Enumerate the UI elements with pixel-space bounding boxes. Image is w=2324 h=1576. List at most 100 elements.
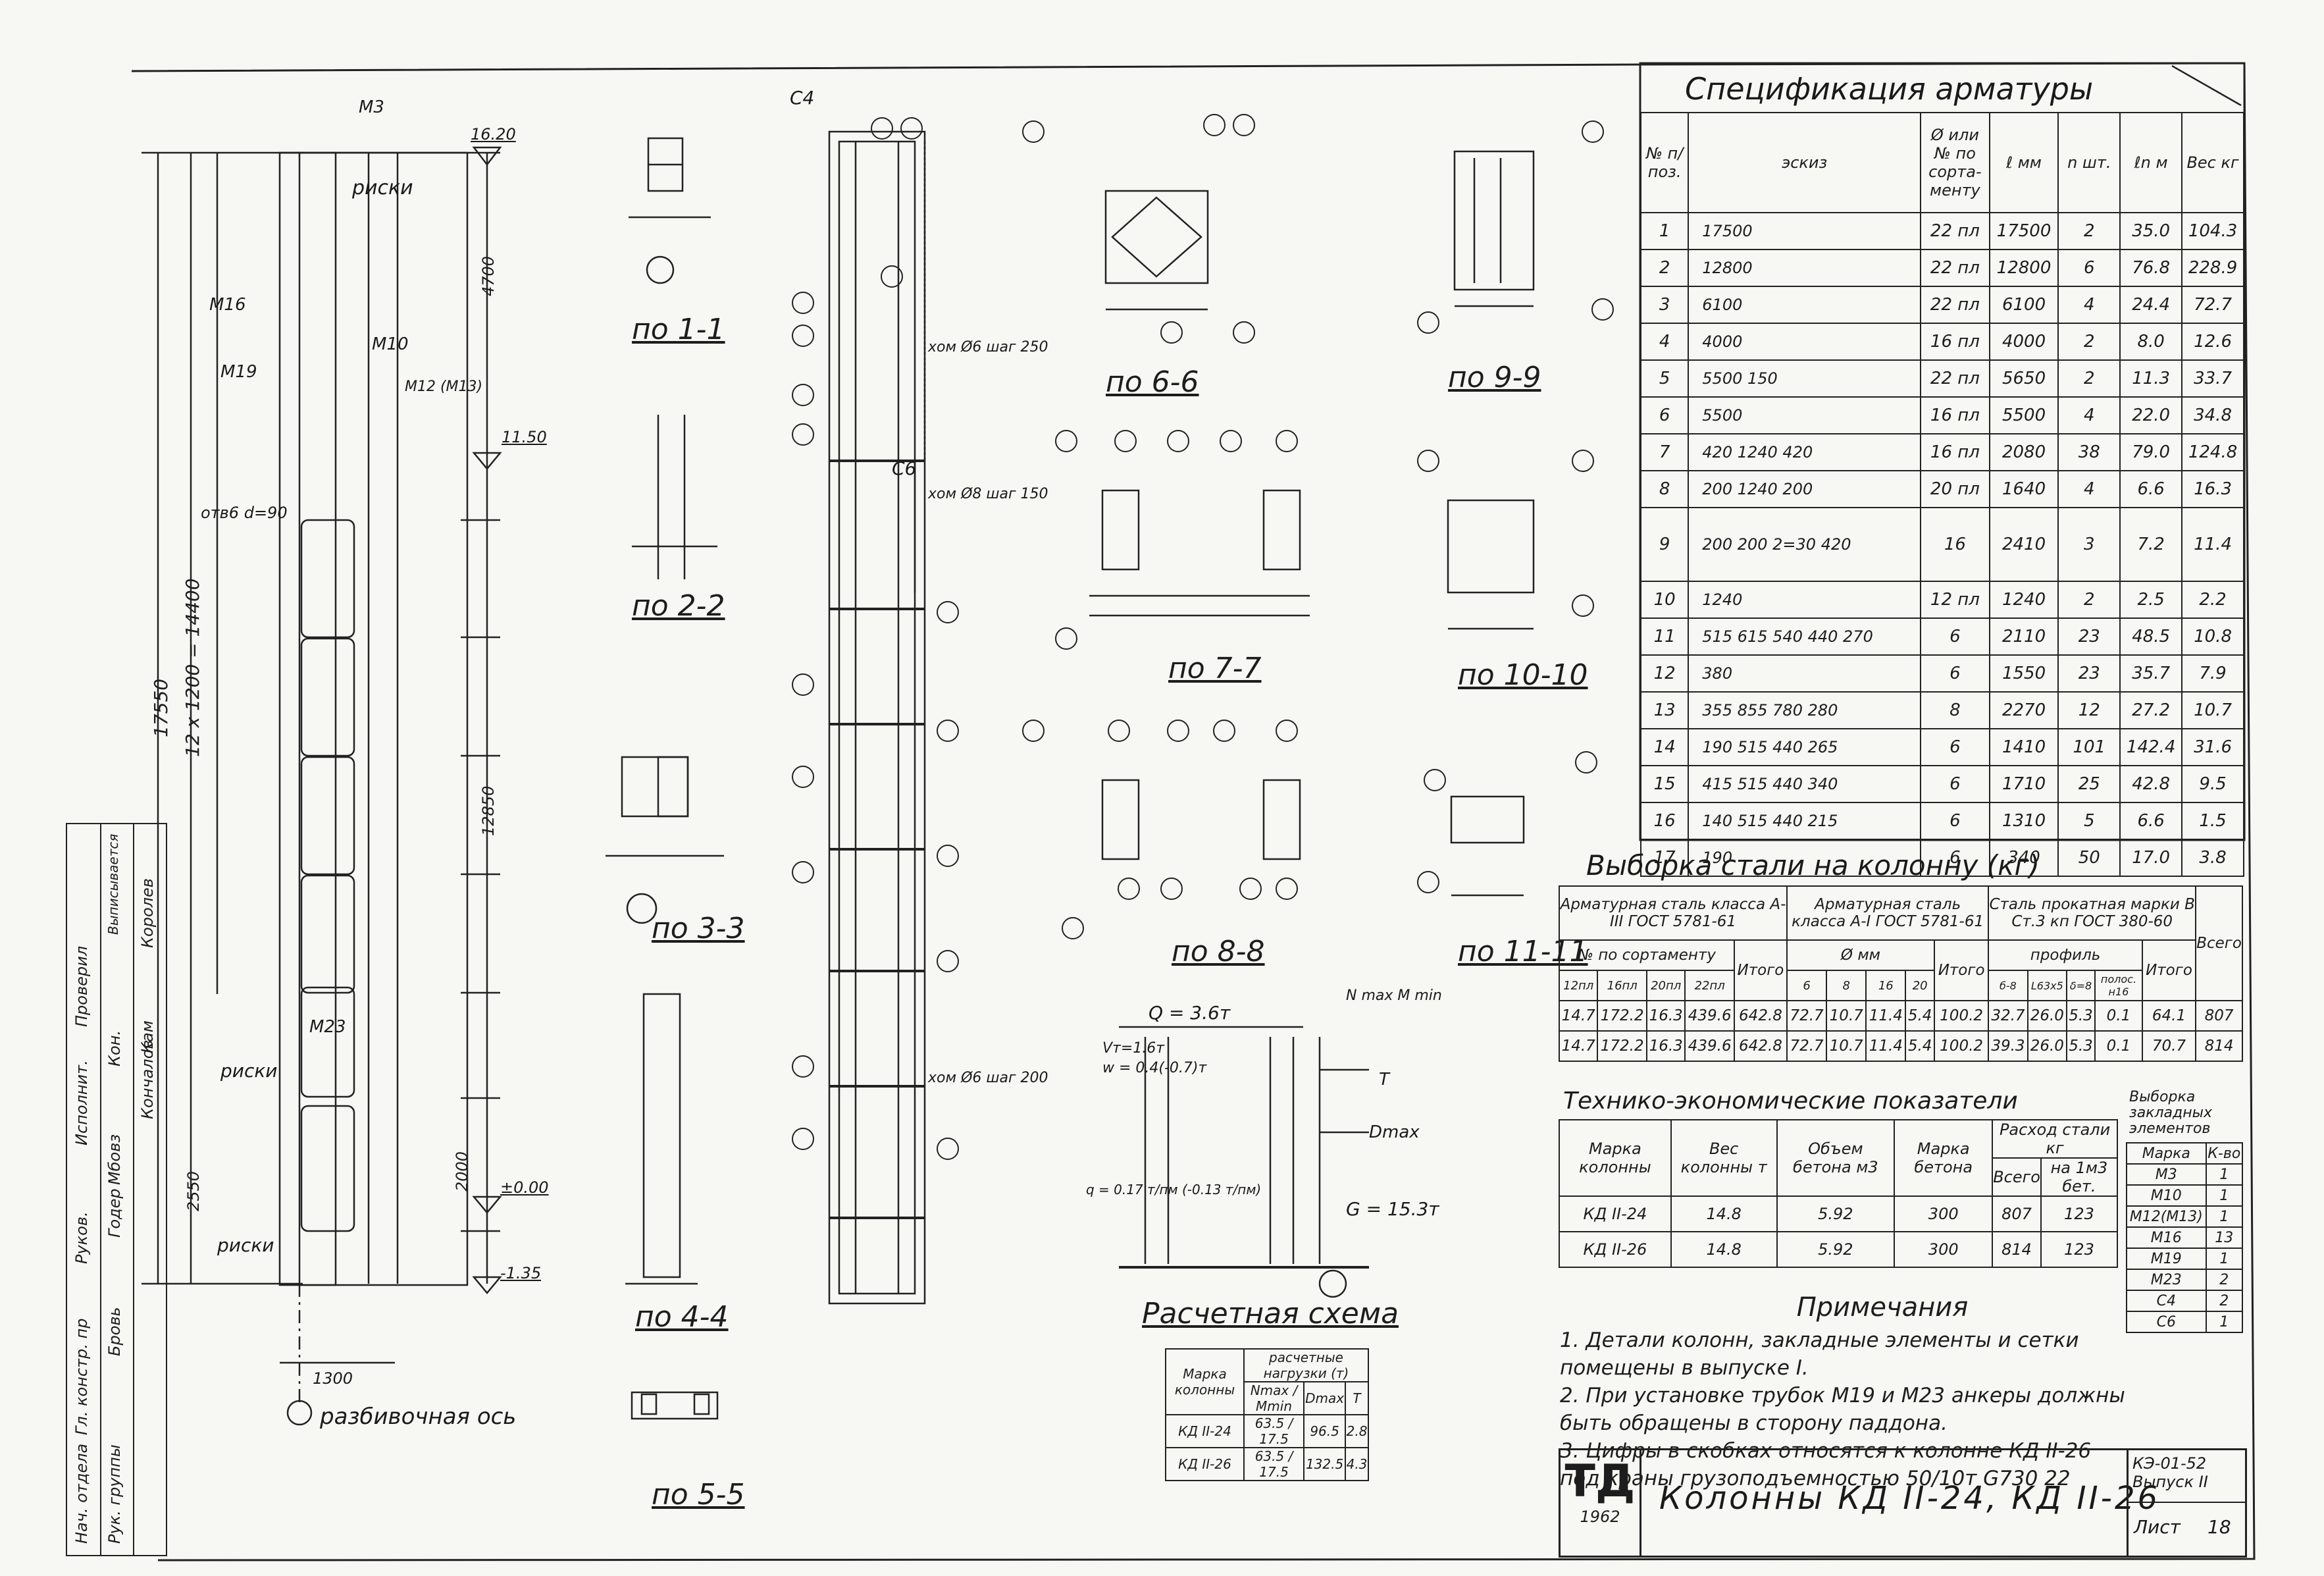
emb-cell: 13 [2205, 1226, 2244, 1249]
spec-cell-dia: 20 пл [1920, 470, 1990, 508]
steel-cell: 26.0 [2027, 1000, 2068, 1032]
spec-cell-ln: 48.5 [2119, 617, 2183, 656]
steel-subcol: б-8 [1988, 970, 2028, 1001]
spec-cell-ln: 24.4 [2119, 286, 2183, 324]
tep-col-steel: Расход стали кг [1992, 1119, 2118, 1159]
spec-cell-len: 12800 [1988, 249, 2059, 287]
note-1: 1. Детали колонн, закладные элементы и с… [1560, 1328, 2079, 1380]
spec-cell-dia: 16 [1920, 507, 1990, 582]
steel-group-row: Арматурная сталь класса А-III ГОСТ 5781-… [1559, 885, 2243, 1001]
spec-cell-pos: 2 [1640, 249, 1690, 287]
emb-col-count: К-во [2205, 1142, 2244, 1165]
steel-cell: 814 [2195, 1030, 2243, 1062]
spec-cell-sketch: 12800 [1688, 249, 1922, 287]
spec-table: № п/поз. эскиз Ø или № по сорта-менту ℓ … [1640, 112, 2244, 877]
emb-cell: 1 [2205, 1205, 2244, 1228]
spec-cell-pos: 17 [1640, 839, 1690, 877]
tep-cell: 123 [2040, 1231, 2119, 1268]
spec-cell-sketch: 200 1240 200 [1688, 470, 1922, 508]
emb-cell: 2 [2205, 1269, 2244, 1291]
steel-cell: 642.8 [1733, 1000, 1788, 1032]
spec-cell-dia: 6 [1920, 839, 1990, 877]
level-135: -1.35 [500, 1264, 542, 1282]
emb-cell: М23 [2126, 1269, 2207, 1291]
spec-cell-n: 2 [2057, 212, 2121, 250]
spec-cell-sketch: 5500 150 [1688, 359, 1922, 398]
steel-cell: 26.0 [2027, 1030, 2068, 1062]
label-g: G = 15.3т [1346, 1198, 1439, 1220]
notes-block: Примечания 1. Детали колонн, закладные э… [1560, 1294, 2126, 1492]
steel-phi: Ø мм [1786, 939, 1935, 971]
tep-title: Технико-экономические показатели [1563, 1088, 2018, 1115]
spec-cell-ln: 11.3 [2119, 359, 2183, 398]
emb-cell: 1 [2205, 1248, 2244, 1270]
spec-cell-w: 33.7 [2181, 359, 2244, 398]
dim-span: 12 x 1200 = 14400 [182, 578, 203, 757]
spec-cell-n: 23 [2057, 654, 2121, 693]
spec-cell-ln: 8.0 [2119, 323, 2183, 361]
steel-cell: 5.4 [1905, 1030, 1935, 1062]
steel-cell: 14.7 [1558, 1000, 1599, 1032]
spec-cell-w: 31.6 [2181, 728, 2244, 766]
spec-cell-w: 9.5 [2181, 765, 2244, 803]
spec-cell-ln: 27.2 [2119, 691, 2183, 729]
spec-cell-sketch: 515 615 540 440 270 [1688, 617, 1922, 656]
steel-cell: 172.2 [1597, 1000, 1647, 1032]
section-3-3-label: по 3-3 [652, 912, 745, 945]
stamp-sign-3: Кам [138, 1020, 157, 1053]
section-2-2-label: по 2-2 [632, 589, 725, 623]
spec-cell-n: 2 [2057, 581, 2121, 619]
loads-cell: 63.5 / 17.5 [1243, 1414, 1305, 1448]
steel-cell: 32.7 [1988, 1000, 2028, 1032]
spec-cell-dia: 6 [1920, 728, 1990, 766]
spec-cell-sketch: 200 200 2=30 420 [1688, 507, 1922, 582]
tep-cell: 300 [1894, 1231, 1994, 1268]
spec-cell-pos: 16 [1640, 802, 1690, 840]
stamp-role-5: Исполнит. [72, 1060, 91, 1145]
spec-cell-sketch: 140 515 440 215 [1688, 802, 1922, 840]
note-2: 2. При установке трубок М19 и М23 анкеры… [1560, 1384, 2125, 1435]
steel-subcol: 8 [1826, 970, 1867, 1001]
label-m3: М3 [359, 97, 384, 117]
spec-col-len: ℓ мм [1988, 112, 2059, 213]
steel-cell: 72.7 [1786, 1030, 1828, 1062]
spec-cell-len: 2270 [1988, 691, 2059, 729]
label-hom8: хом Ø8 шаг 150 [928, 486, 1048, 502]
level-000: ±0.00 [500, 1178, 549, 1197]
dim-4700: 4700 [479, 255, 498, 296]
section-9-9-label: по 9-9 [1448, 361, 1541, 394]
stamp-role-6: Проверил [72, 945, 91, 1027]
steel-subcol: 12пл [1558, 970, 1599, 1001]
spec-cell-pos: 3 [1640, 286, 1690, 324]
stamp-name-2: Годер [105, 1188, 124, 1238]
tep-cell: 814 [1992, 1231, 2042, 1268]
spec-cell-pos: 14 [1640, 728, 1690, 766]
tep-cell: 123 [2040, 1195, 2119, 1232]
label-riski: риски [352, 176, 413, 199]
note-3: 3. Цифры в скобках относятся к колонне К… [1560, 1439, 2092, 1490]
spec-col-ln: ℓn м [2119, 112, 2183, 213]
steel-subcol: 16 [1865, 970, 1907, 1001]
dim-1300: 1300 [313, 1369, 353, 1388]
loads-col-mark: Марка колонны [1165, 1348, 1245, 1415]
spec-title: Спецификация арматуры [1685, 71, 2094, 107]
spec-cell-dia: 16 пл [1920, 396, 1990, 434]
spec-cell-n: 25 [2057, 765, 2121, 803]
spec-cell-ln: 142.4 [2119, 728, 2183, 766]
spec-cell-n: 4 [2057, 396, 2121, 434]
